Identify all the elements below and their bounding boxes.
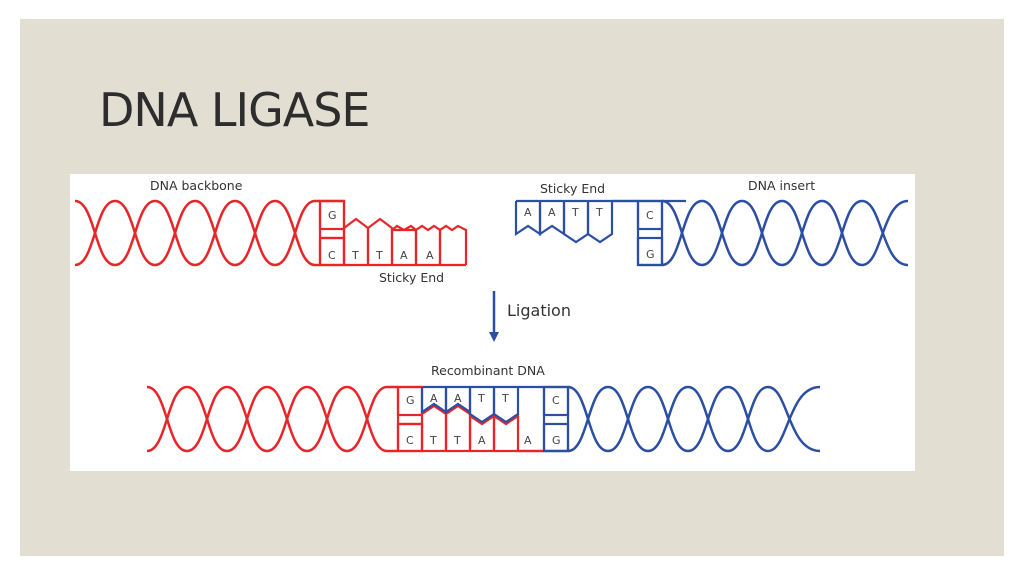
insert-base-letters: A A T T C G <box>524 206 655 261</box>
sticky-end-bottom-label: Sticky End <box>379 270 444 285</box>
insert-bottom-base-1: G <box>646 248 655 261</box>
backbone-strand-a <box>74 199 320 267</box>
recombinant-bottom-base-1: C <box>406 434 414 447</box>
recombinant-bottom-base-2: T <box>429 434 437 447</box>
backbone-bottom-base-4: A <box>400 249 408 262</box>
recombinant-blue-t2 <box>492 387 520 424</box>
backbone-helix <box>74 199 320 267</box>
recombinant-base-letters: G A A T T C C T T A A G <box>406 392 561 447</box>
backbone-bottom-base-5: A <box>426 249 434 262</box>
recombinant-bottom-base-4: A <box>478 434 486 447</box>
recombinant-bottom-base-5: A <box>524 434 532 447</box>
sticky-end-top-label: Sticky End <box>540 181 605 196</box>
recombinant-blue-cap <box>542 387 570 453</box>
recombinant-top-base-6: C <box>552 394 560 407</box>
insert-top-base-1: A <box>524 206 532 219</box>
recombinant-red-strand-b <box>146 385 398 453</box>
insert-top-base-2: A <box>548 206 556 219</box>
backbone-strand-b <box>74 199 320 267</box>
recombinant-dna-label: Recombinant DNA <box>431 363 545 378</box>
insert-helix <box>661 199 909 267</box>
dna-ligase-figure: G C T T A A DNA backbone Sticky End A <box>70 174 915 471</box>
backbone-bottom-base-2: T <box>351 249 359 262</box>
recombinant-top-base-3: A <box>454 392 462 405</box>
insert-sticky-end <box>514 199 686 267</box>
backbone-base-g <box>318 199 346 231</box>
backbone-base-letters: G C T T A A <box>328 209 434 262</box>
backbone-bottom-base-1: C <box>328 249 336 262</box>
insert-top-base-5: C <box>646 209 654 222</box>
insert-cap <box>636 201 664 267</box>
recombinant-blue-strand-b <box>567 385 821 453</box>
recombinant-top-base-5: T <box>501 392 509 405</box>
backbone-top-base-1: G <box>328 209 337 222</box>
backbone-sticky-end <box>318 199 468 267</box>
recombinant-red-a2 <box>492 413 520 451</box>
recombinant-top-base-2: A <box>430 392 438 405</box>
recombinant-red-helix <box>146 385 398 453</box>
recombinant-top-base-1: G <box>406 394 415 407</box>
dna-backbone-label: DNA backbone <box>150 178 243 193</box>
recombinant-top-base-4: T <box>477 392 485 405</box>
backbone-bottom-base-3: T <box>375 249 383 262</box>
ligation-diagram: G C T T A A DNA backbone Sticky End A <box>74 178 909 453</box>
insert-strand-a <box>661 199 909 267</box>
ligation-label: Ligation <box>507 301 571 320</box>
slide-title: DNA LIGASE <box>99 83 370 137</box>
backbone-base-a3 <box>438 224 468 265</box>
insert-base-t2 <box>586 201 614 244</box>
insert-top-base-4: T <box>595 206 603 219</box>
recombinant-red-strand-a <box>146 385 398 453</box>
recombinant-blue-helix <box>567 385 821 453</box>
insert-top-base-3: T <box>571 206 579 219</box>
recombinant-junction <box>396 385 570 453</box>
recombinant-blue-strand-a <box>567 385 821 453</box>
dna-insert-label: DNA insert <box>748 178 815 193</box>
recombinant-bottom-base-3: T <box>453 434 461 447</box>
insert-strand-b <box>661 199 909 267</box>
recombinant-bottom-base-6: G <box>552 434 561 447</box>
